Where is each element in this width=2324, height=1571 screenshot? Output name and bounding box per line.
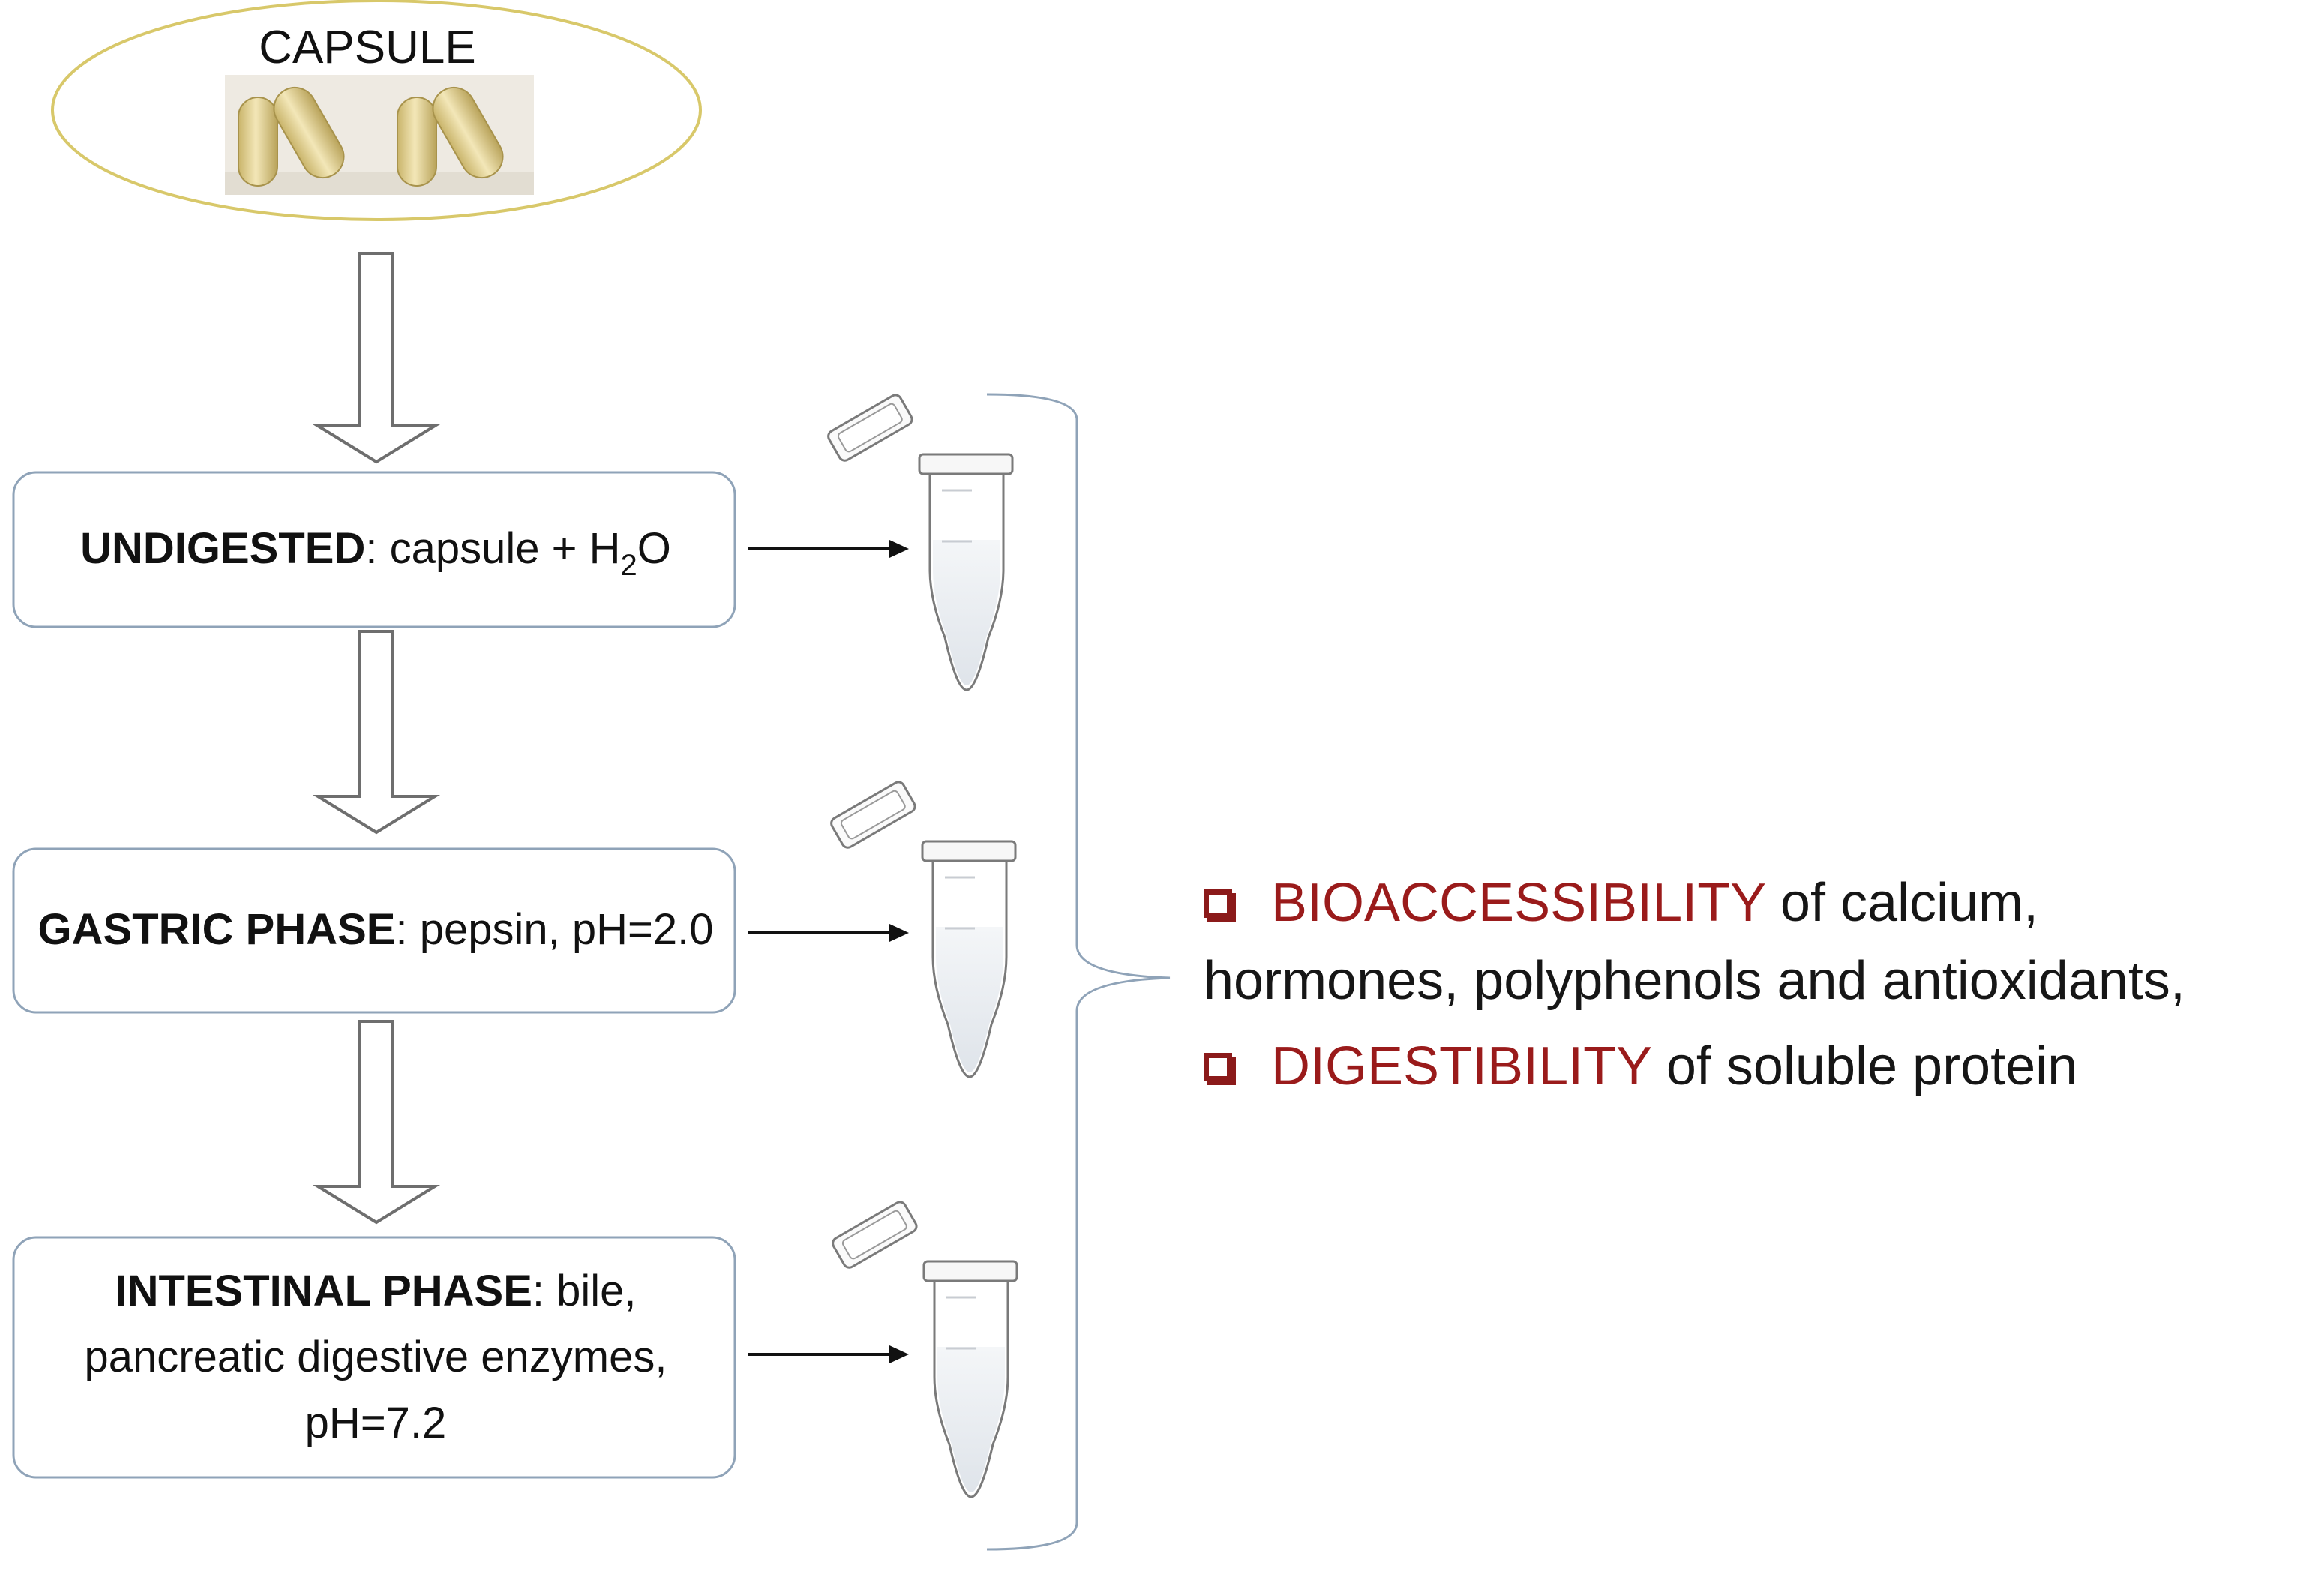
phase-detail-line2: pancreatic digestive enzymes, (84, 1333, 667, 1381)
phase-box-intestinal (12, 1236, 736, 1479)
right-arrow (748, 1345, 909, 1363)
phase-detail-line3: pH=7.2 (304, 1399, 447, 1447)
right-arrow (748, 924, 909, 942)
phase-name: UNDIGESTED (80, 524, 366, 573)
capsule-photo (225, 75, 534, 195)
curly-brace (986, 393, 1171, 1551)
hollow-down-arrow (312, 1020, 441, 1225)
hollow-down-arrow (312, 630, 441, 835)
capsule-label: CAPSULE (259, 22, 476, 73)
phase-box-undigested (12, 471, 736, 628)
hollow-down-arrow (312, 252, 441, 464)
phase-name: GASTRIC PHASE (37, 905, 396, 954)
result-item-digestibility: DIGESTIBILITY of soluble protein (1204, 1027, 2077, 1105)
result-highlight: DIGESTIBILITY (1271, 1036, 1651, 1096)
result-text: of calcium, (1765, 873, 2039, 933)
result-highlight: BIOACCESSIBILITY (1271, 873, 1765, 933)
phase-detail: : bile, (532, 1267, 637, 1315)
checkbox-bullet-icon (1204, 889, 1232, 918)
phase-name: INTESTINAL PHASE (115, 1267, 532, 1315)
checkbox-bullet-icon (1204, 1053, 1232, 1081)
phase-label-gastric: GASTRIC PHASE: pepsin, pH=2.0 (16, 897, 735, 963)
result-text: of soluble protein (1651, 1036, 2078, 1096)
right-arrow (748, 540, 909, 558)
result-item-bioaccessibility-line2: hormones, polyphenols and antioxidants, (1204, 951, 2185, 1011)
phase-detail: : pepsin, pH=2.0 (395, 905, 714, 954)
phase-box-gastric (12, 847, 736, 1014)
microtube-icon (830, 781, 1017, 1078)
phase-detail-end: O (637, 524, 671, 573)
phase-label-undigested: UNDIGESTED: capsule + H2O (16, 516, 735, 598)
microtube-icon (832, 1201, 1018, 1498)
microtube-icon (827, 394, 1014, 691)
phase-detail: : capsule + H (365, 524, 621, 573)
phase-label-intestinal: INTESTINAL PHASE: bile, pancreatic diges… (16, 1258, 735, 1456)
subscript: 2 (620, 549, 637, 582)
result-item-bioaccessibility: BIOACCESSIBILITY of calcium, (1204, 864, 2038, 942)
